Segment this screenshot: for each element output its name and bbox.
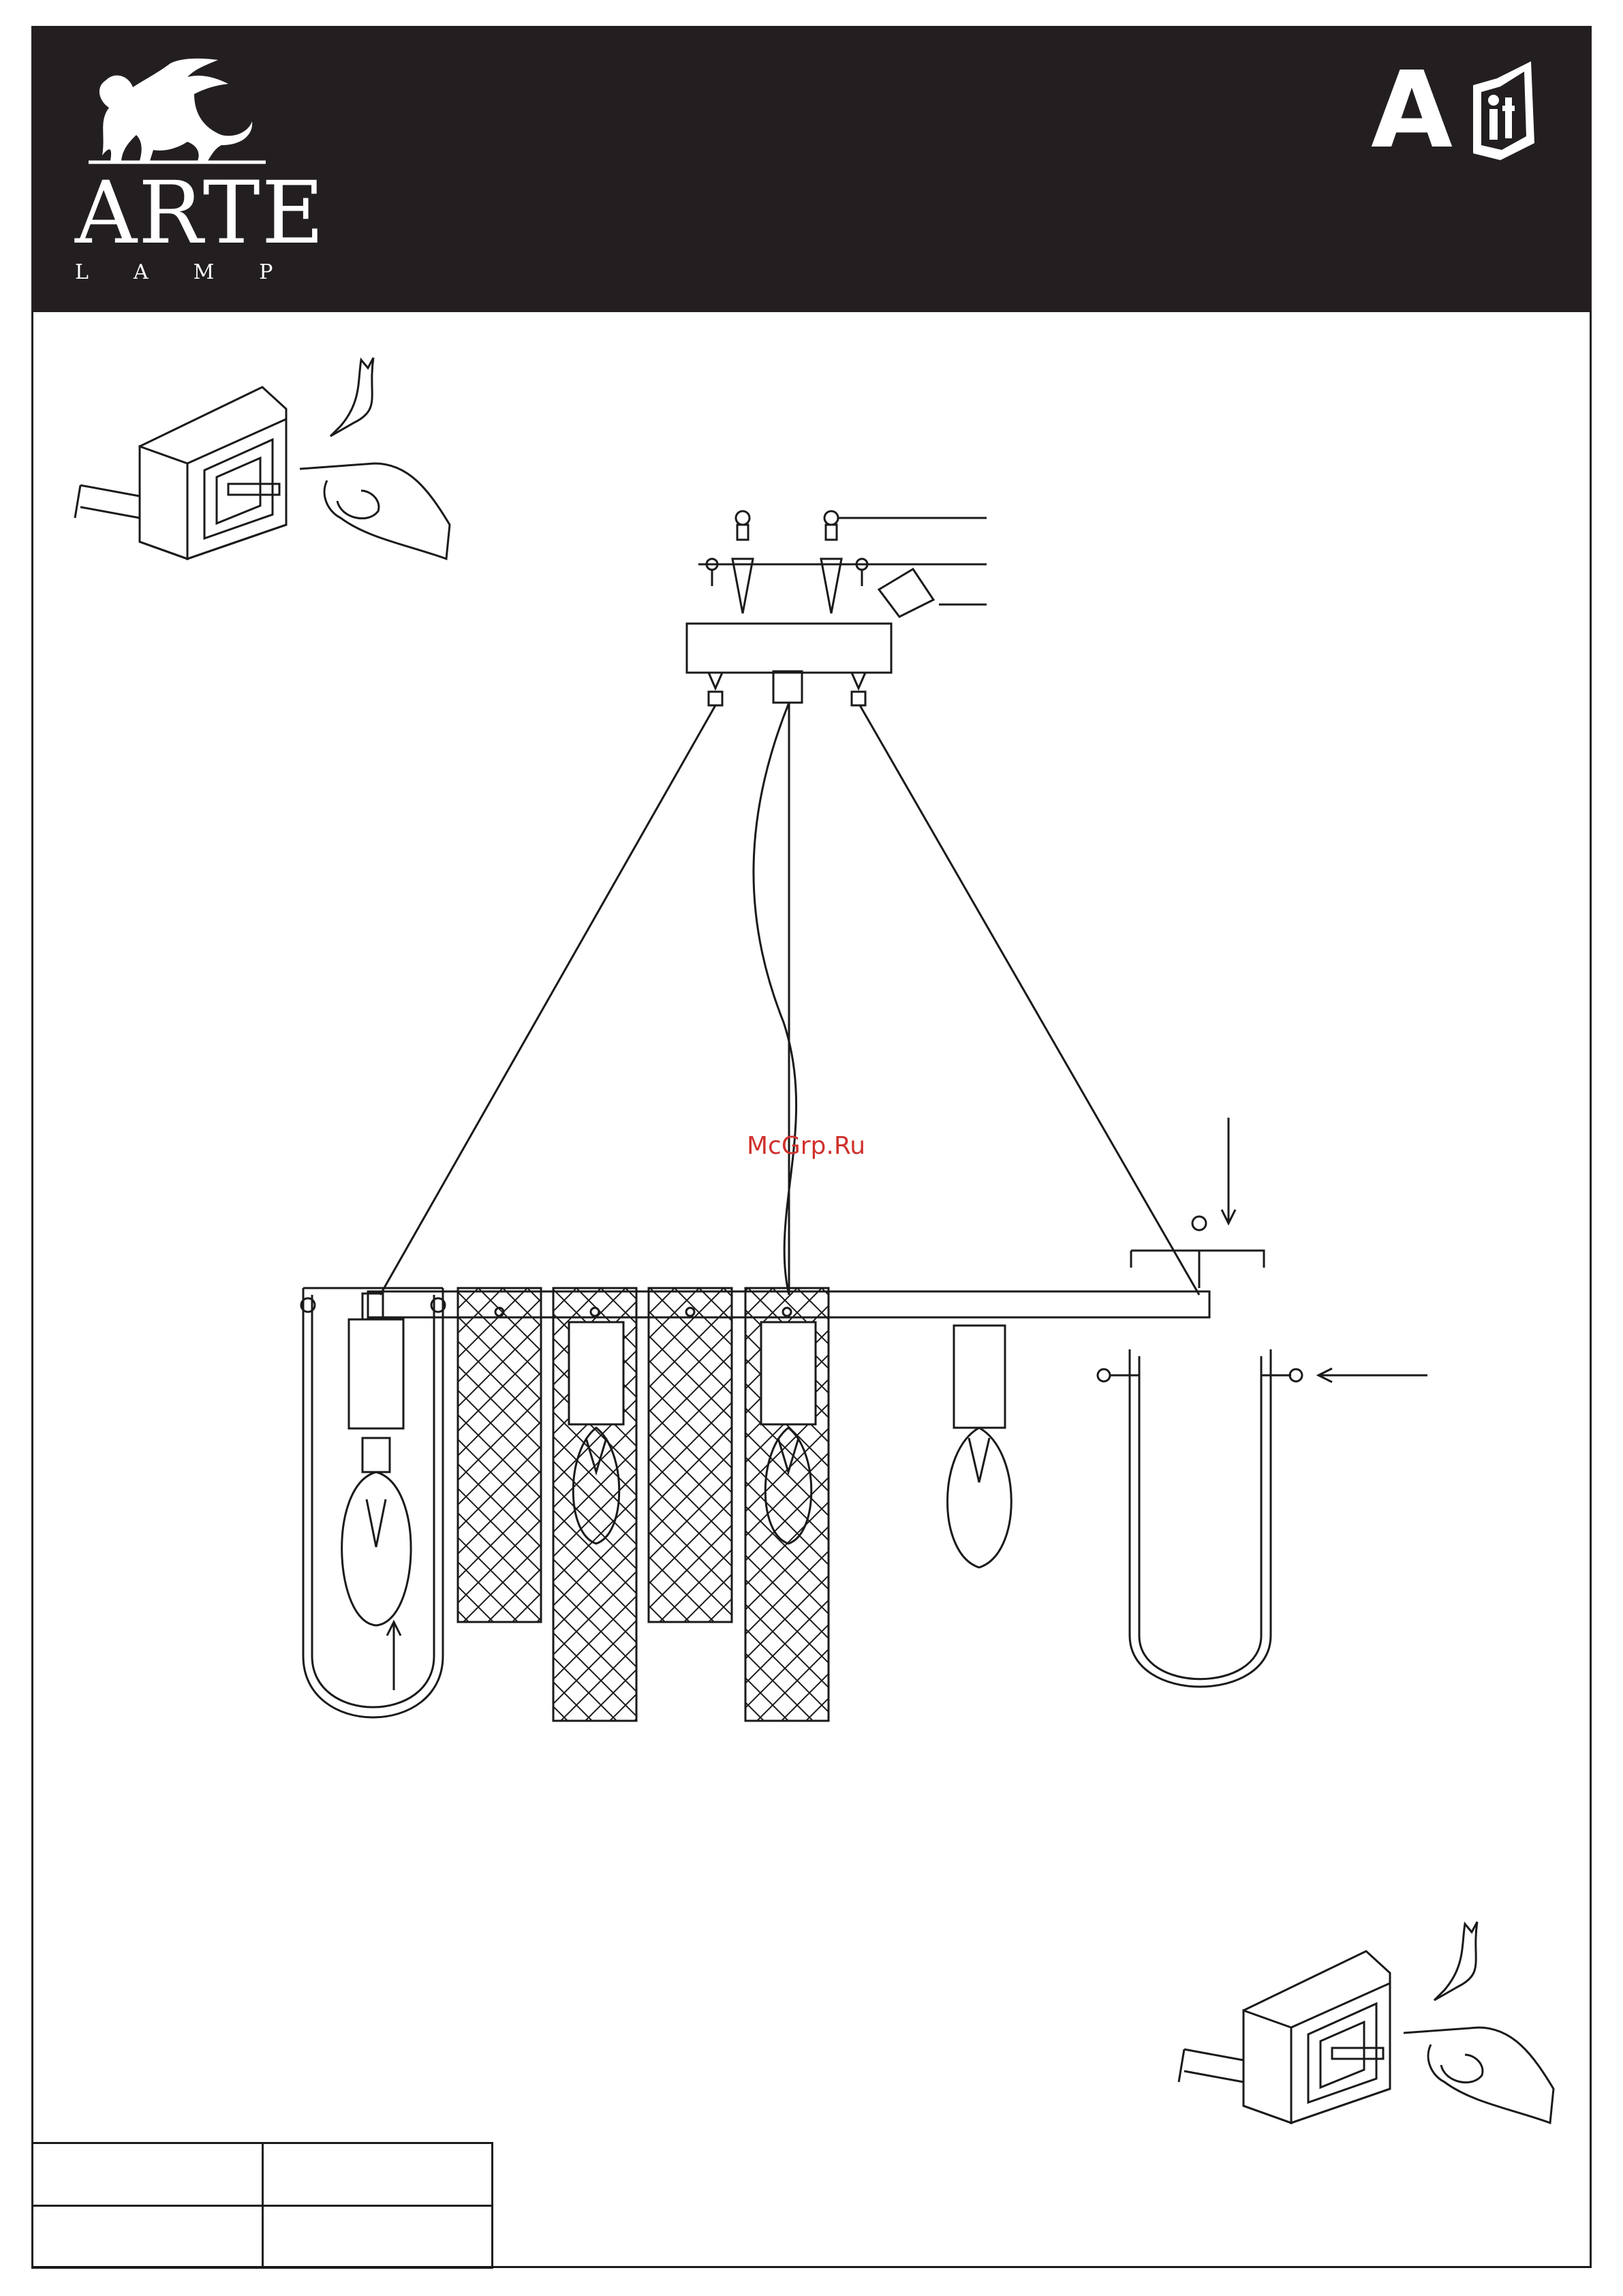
table-row	[33, 2143, 493, 2206]
power-switch-off-icon	[75, 358, 450, 559]
power-switch-on-icon	[1179, 1922, 1554, 2123]
table-cell	[33, 2143, 263, 2206]
table-cell	[262, 2143, 493, 2206]
table-cell	[33, 2205, 263, 2268]
watermark: McGrp.Ru	[747, 1134, 865, 1159]
info-table	[31, 2142, 493, 2269]
table-cell	[262, 2205, 493, 2268]
table-row	[33, 2205, 493, 2268]
ceiling-bracket	[687, 511, 987, 705]
